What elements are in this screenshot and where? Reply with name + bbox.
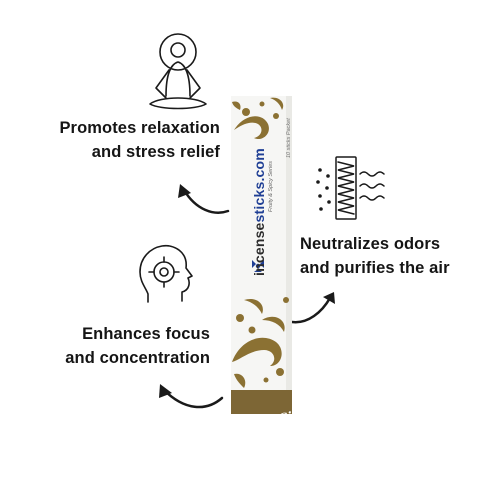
count-label: 10 sticks Packet [286, 118, 292, 158]
benefit-odors-line2: and purifies the air [300, 259, 450, 277]
arrow-focus [162, 388, 224, 409]
benefit-focus-line1: Enhances focus [82, 325, 210, 343]
arrow-relaxation [182, 188, 230, 214]
brand-logo-icon [252, 260, 264, 272]
meditation-icon [149, 33, 207, 110]
air-purifier-icon [335, 156, 385, 220]
benefit-focus: Enhances focus and concentration [24, 322, 210, 370]
box-top-swirls [232, 97, 284, 140]
arrowheads [159, 184, 335, 398]
benefit-odors-line1: Neutralizes odors [300, 235, 441, 253]
benefit-relaxation-line1: Promotes relaxation [59, 119, 220, 137]
focus-head-icon [139, 244, 193, 303]
benefit-relaxation-line2: and stress relief [91, 143, 220, 161]
benefit-odors: Neutralizes odors and purifies the air [300, 232, 450, 280]
odor-dots-icon [316, 168, 331, 211]
series-label: Fruity & Spicy Series [268, 160, 274, 212]
benefit-relaxation: Promotes relaxation and stress relief [20, 116, 220, 164]
incense-box [231, 96, 292, 414]
brand-prefix: incense [251, 222, 267, 276]
arrow-odors [290, 296, 332, 324]
brand-suffix: sticks.com [251, 148, 267, 223]
benefit-focus-line2: and concentration [65, 349, 210, 367]
brand-name: incensesticks.com [251, 148, 267, 276]
box-bottom-swirls [232, 297, 289, 388]
